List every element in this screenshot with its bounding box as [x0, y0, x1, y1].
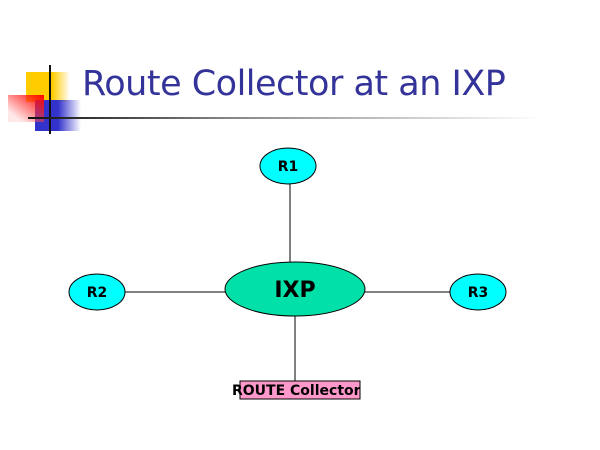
node-ixp: IXP: [224, 261, 366, 317]
route-collector-label: ROUTE Collector: [232, 383, 361, 399]
node-r1: R1: [259, 147, 317, 185]
node-ixp-label: IXP: [274, 278, 315, 303]
vertical-rule: [49, 65, 51, 134]
node-r3: R3: [449, 273, 507, 311]
node-r3-label: R3: [468, 285, 489, 301]
node-r1-label: R1: [278, 159, 299, 175]
collector-box: [239, 380, 361, 400]
node-r2: R2: [68, 273, 126, 311]
horizontal-rule: [28, 117, 543, 119]
slide-title: Route Collector at an IXP: [82, 64, 506, 104]
node-r2-label: R2: [87, 285, 108, 301]
